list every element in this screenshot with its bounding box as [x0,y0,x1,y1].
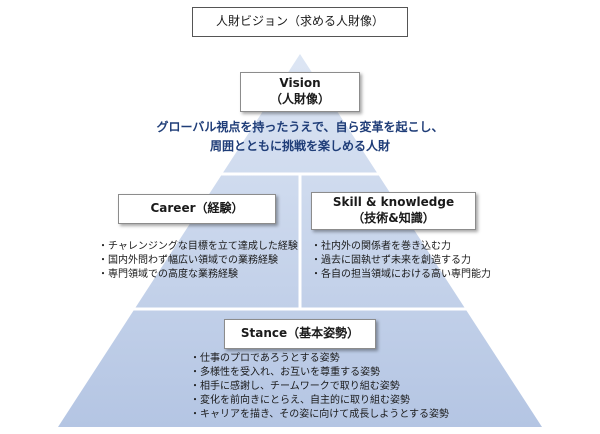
vision-statement: グローバル視点を持ったうえで、自ら変革を起こし、 周囲とともに挑戦を楽しめる人財 [90,118,510,155]
stance-box: Stance（基本姿勢） [224,319,376,349]
skill-item: 過去に固執せず未来を創造する力 [311,254,491,268]
stance-item: 多様性を受入れ、お互いを尊重する姿勢 [190,366,449,380]
skill-item: 社内外の関係者を巻き込む力 [311,240,491,254]
career-item: 国内外問わず幅広い領域での業務経験 [98,254,298,268]
vision-box: Vision （人財像） [240,72,360,112]
skill-item: 各自の担当領域における高い専門能力 [311,268,491,282]
skill-sublabel: （技術&知識） [352,211,435,225]
career-label: Career（経験） [150,201,244,216]
career-item: 専門領域での高度な業務経験 [98,268,298,282]
stance-item: 相手に感謝し、チームワークで取り組む姿勢 [190,380,449,394]
vision-label: Vision [279,76,321,91]
stance-item: キャリアを描き、その姿に向けて成長しようとする姿勢 [190,408,449,422]
stance-item: 仕事のプロであろうとする姿勢 [190,352,449,366]
vision-statement-line: 周囲とともに挑戦を楽しめる人財 [209,138,390,153]
diagram-title-text: 人財ビジョン（求める人財像） [215,14,384,29]
vision-sublabel: （人財像） [269,92,330,106]
career-list: チャレンジングな目標を立て達成した経験 国内外問わず幅広い領域での業務経験 専門… [98,240,298,282]
vision-statement-line: グローバル視点を持ったうえで、自ら変革を起こし、 [156,120,444,134]
skill-label: Skill & knowledge [332,195,455,210]
skill-knowledge-box: Skill & knowledge （技術&知識） [311,192,476,230]
career-box: Career（経験） [118,194,276,224]
skill-list: 社内外の関係者を巻き込む力 過去に固執せず未来を創造する力 各自の担当領域におけ… [311,240,491,282]
stance-label: Stance（基本姿勢） [240,326,360,341]
diagram-title: 人財ビジョン（求める人財像） [192,7,408,37]
career-item: チャレンジングな目標を立て達成した経験 [98,240,298,254]
stance-list: 仕事のプロであろうとする姿勢 多様性を受入れ、お互いを尊重する姿勢 相手に感謝し… [190,352,449,422]
stance-item: 変化を前向きにとらえ、自主的に取り組む姿勢 [190,394,449,408]
